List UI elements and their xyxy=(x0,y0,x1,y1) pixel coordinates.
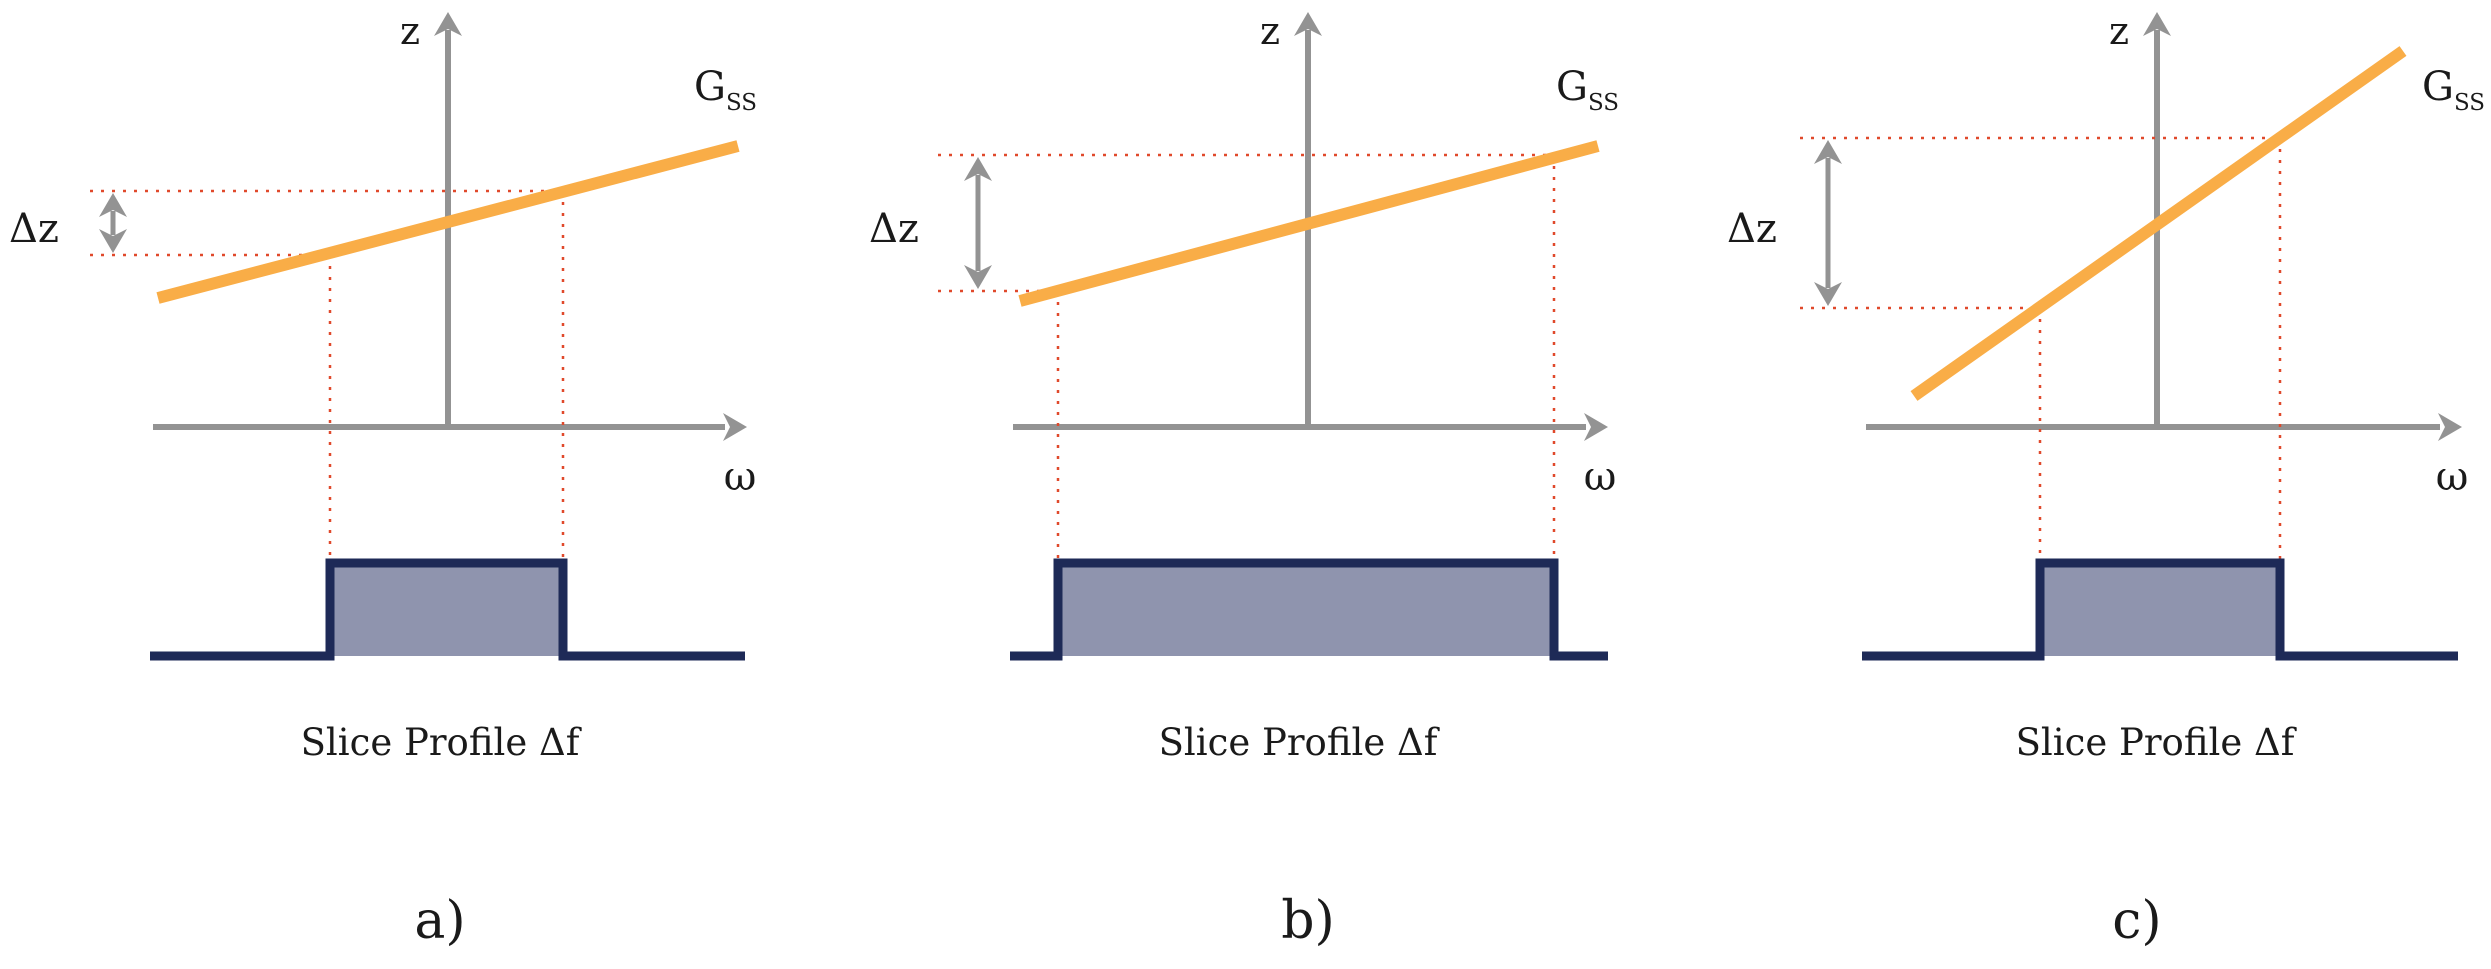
delta-z-arrow xyxy=(99,193,127,253)
z-axis-label: z xyxy=(400,9,420,53)
omega-axis-label: ω xyxy=(724,454,757,500)
slice-profile-fill xyxy=(1058,563,1554,656)
gradient-line xyxy=(156,140,740,304)
panel-caption: a) xyxy=(414,891,465,951)
gradient-label: GSS xyxy=(694,64,757,116)
delta-z-label: Δz xyxy=(9,206,59,252)
delta-z-label: Δz xyxy=(869,206,919,252)
slice-profile-fill xyxy=(330,563,563,656)
slice-profile-outline xyxy=(1862,558,2458,661)
gradient-line xyxy=(1910,46,2407,401)
panel-caption: c) xyxy=(2112,891,2161,951)
delta-z-label: Δz xyxy=(1727,206,1777,252)
slice-profile-label: Slice Profile Δf xyxy=(1159,721,1440,764)
omega-axis-label: ω xyxy=(2436,454,2469,500)
slice-profile-fill xyxy=(2040,563,2280,656)
delta-z-arrow xyxy=(964,157,992,289)
slice-profile-outline xyxy=(1010,558,1608,661)
slice-profile-outline xyxy=(150,558,745,661)
panel-caption: b) xyxy=(1281,891,1335,951)
z-axis-label: z xyxy=(2109,9,2129,53)
gradient-label: GSS xyxy=(2422,64,2485,116)
z-axis-label: z xyxy=(1260,9,1280,53)
delta-z-arrow xyxy=(1814,140,1842,306)
gradient-label: GSS xyxy=(1556,64,1619,116)
slice-profile-label: Slice Profile Δf xyxy=(301,721,582,764)
omega-axis-label: ω xyxy=(1584,454,1617,500)
gradient-line xyxy=(1018,140,1600,307)
slice-profile-label: Slice Profile Δf xyxy=(2016,721,2297,764)
